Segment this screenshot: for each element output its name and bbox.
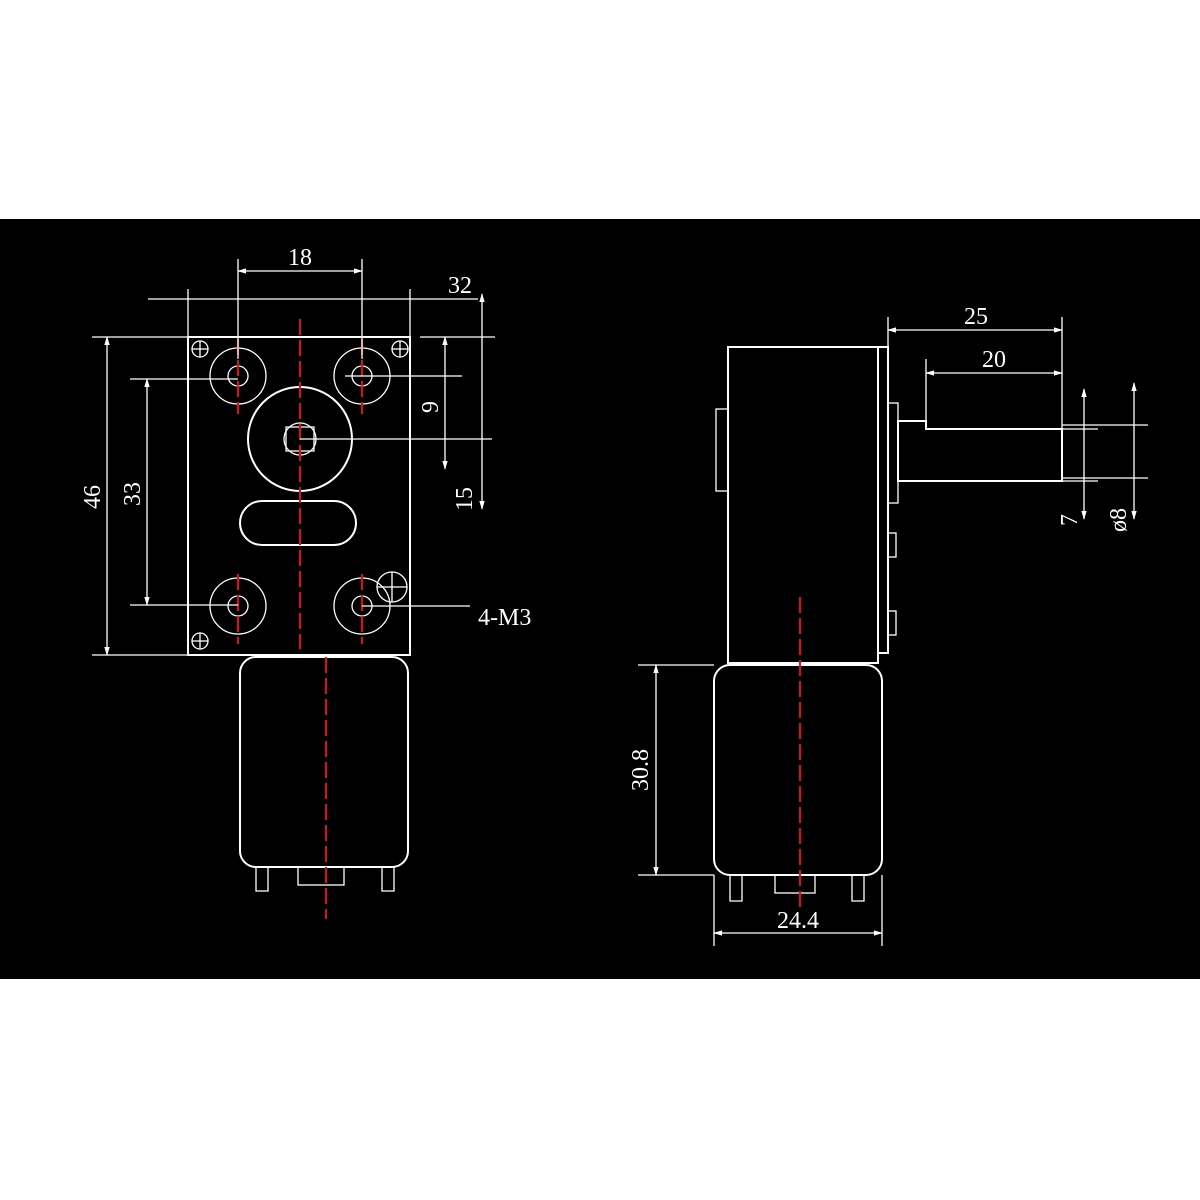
svg-text:32: 32 <box>448 273 472 299</box>
svg-text:ø8: ø8 <box>1106 508 1132 532</box>
motor-body-side <box>713 664 883 902</box>
dim-shaft-flat: 20 <box>925 347 1063 421</box>
dim-top-holes: 18 <box>237 245 363 359</box>
motor-drawing: 18 32 9 15 46 <box>80 245 1148 946</box>
dim-width: 32 <box>148 273 478 337</box>
dim-shaft-length: 25 <box>887 304 1063 429</box>
svg-text:24.4: 24.4 <box>777 908 819 934</box>
shaft-collar <box>887 402 899 504</box>
side-tab <box>887 610 897 636</box>
side-tab <box>887 532 897 558</box>
svg-text:30.8: 30.8 <box>628 749 654 791</box>
side-view: 25 20 7 ø8 30.8 <box>628 304 1148 946</box>
dim-shaft-to-top: 15 <box>300 293 492 511</box>
thread-callout: 4-M3 <box>362 605 531 631</box>
svg-text:33: 33 <box>120 482 146 506</box>
slot-opening <box>239 500 357 546</box>
gearbox-side <box>727 346 879 664</box>
svg-text:4-M3: 4-M3 <box>478 605 531 631</box>
gearbox-face <box>187 336 411 656</box>
output-shaft <box>897 420 1063 482</box>
dim-height: 46 <box>80 336 188 656</box>
dim-motor-dia: 24.4 <box>713 875 883 946</box>
svg-text:18: 18 <box>288 245 312 271</box>
svg-text:15: 15 <box>452 487 478 511</box>
svg-text:25: 25 <box>964 304 988 330</box>
dim-hole-spacing: 33 <box>120 378 238 606</box>
svg-text:46: 46 <box>80 485 106 509</box>
svg-text:9: 9 <box>418 401 444 413</box>
gearbox-flange <box>877 346 889 654</box>
svg-text:20: 20 <box>982 347 1006 373</box>
motor-body <box>239 656 409 892</box>
front-view: 18 32 9 15 46 <box>80 245 531 919</box>
drawing-panel: 18 32 9 15 46 <box>0 219 1200 979</box>
dim-shaft-dia: ø8 <box>1062 382 1148 532</box>
dim-motor-length: 30.8 <box>628 664 714 876</box>
dim-flat-depth: 7 <box>1057 388 1098 526</box>
svg-text:7: 7 <box>1057 514 1083 526</box>
side-boss <box>715 408 729 492</box>
